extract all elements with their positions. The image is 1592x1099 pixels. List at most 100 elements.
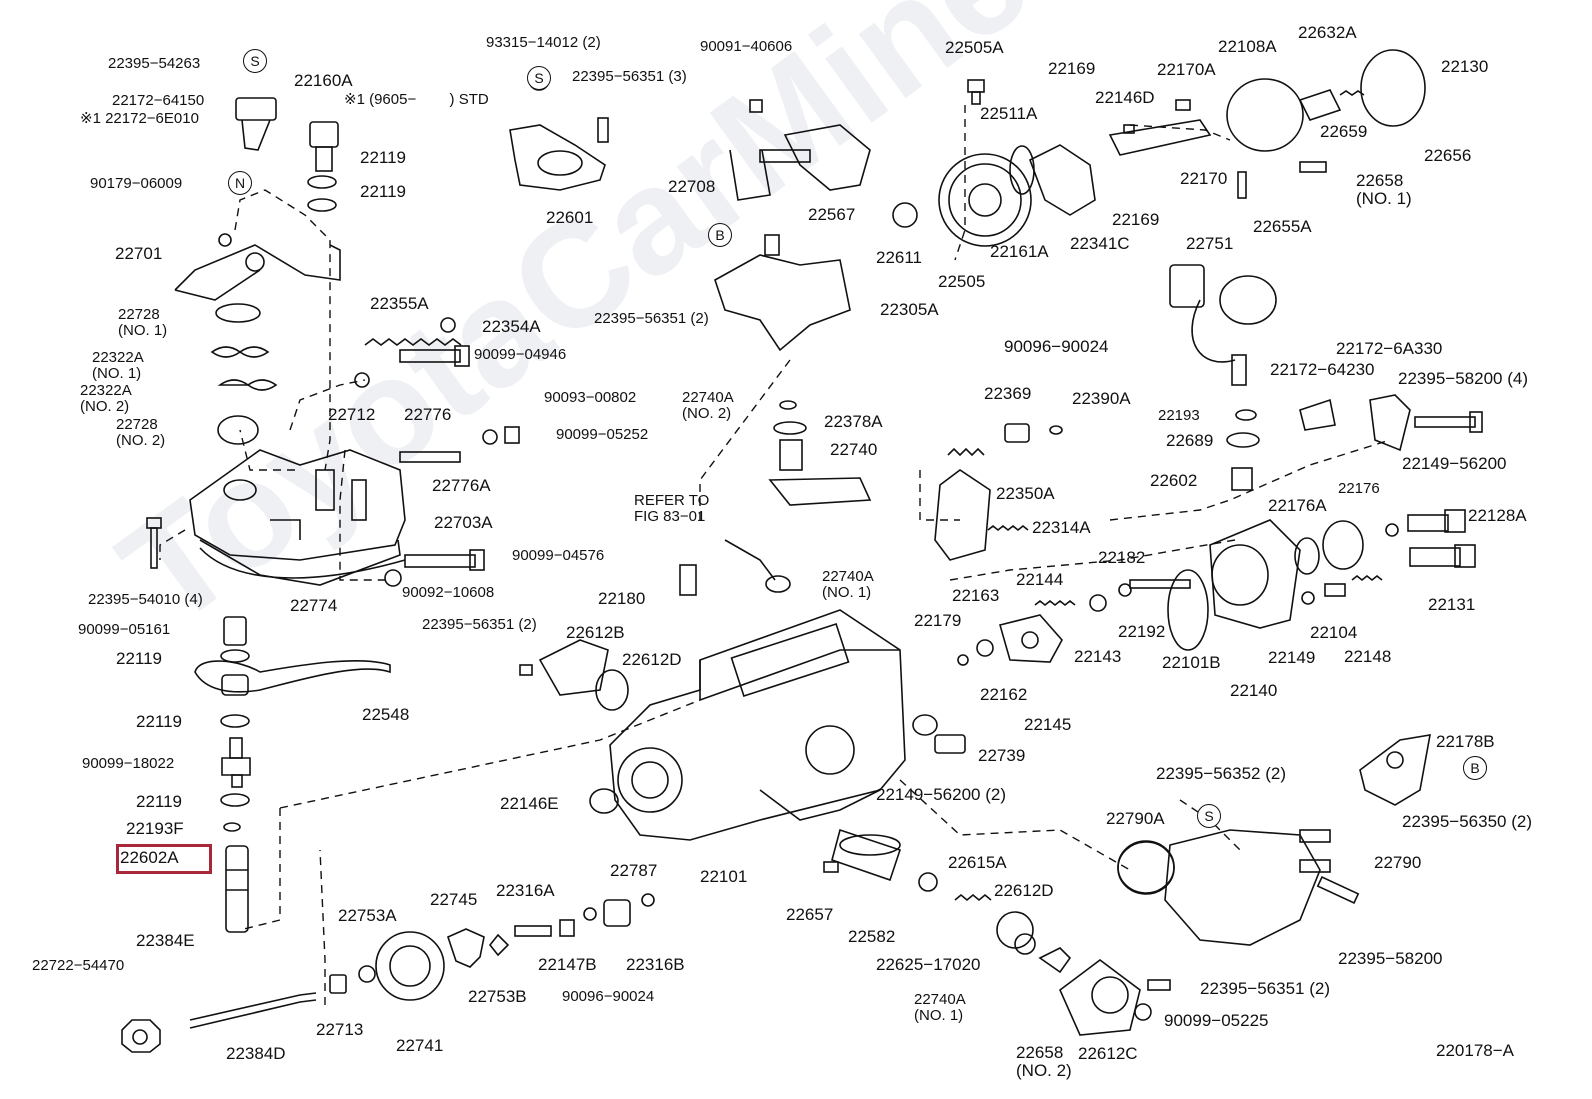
- part-label-77[interactable]: 22170: [1180, 169, 1228, 188]
- part-label-101[interactable]: 22163: [952, 586, 1000, 605]
- part-label-104[interactable]: 22179: [914, 611, 962, 630]
- part-label-70[interactable]: 22146D: [1095, 88, 1155, 107]
- part-label-29[interactable]: 90091−40606: [700, 38, 793, 55]
- part-label-96[interactable]: 22176A: [1268, 496, 1327, 515]
- part-label-13[interactable]: 22355A: [370, 294, 429, 313]
- part-label-60[interactable]: 22147B: [538, 955, 597, 974]
- part-label-55[interactable]: 22753A: [338, 906, 397, 925]
- part-label-41[interactable]: 22612B: [566, 623, 625, 642]
- part-label-75[interactable]: 22659: [1320, 122, 1368, 141]
- part-label-53[interactable]: 22384D: [226, 1044, 286, 1063]
- part-label-7[interactable]: 22322A (NO. 2): [80, 382, 132, 415]
- part-label-120[interactable]: 22612D: [994, 881, 1054, 900]
- part-label-42[interactable]: 22612D: [622, 650, 682, 669]
- part-label-64[interactable]: 22146E: [500, 794, 559, 813]
- part-label-61[interactable]: 90096−90024: [562, 988, 655, 1005]
- part-label-50[interactable]: 22602A: [120, 848, 179, 867]
- part-label-110[interactable]: 22149: [1268, 648, 1316, 667]
- part-label-67[interactable]: 22511A: [980, 104, 1038, 123]
- part-label-32[interactable]: 22395−56351 (2): [594, 310, 709, 327]
- part-label-62[interactable]: 22316B: [626, 955, 685, 974]
- part-label-79[interactable]: 22655A: [1253, 217, 1312, 236]
- part-label-18[interactable]: 22776A: [432, 476, 491, 495]
- part-label-124[interactable]: 22790A: [1106, 809, 1165, 828]
- part-label-9[interactable]: 22160A: [294, 71, 353, 90]
- part-label-86[interactable]: 22369: [984, 384, 1032, 403]
- part-label-25[interactable]: 90099−05252: [556, 426, 649, 443]
- part-label-69[interactable]: 22170A: [1157, 60, 1216, 79]
- part-label-19[interactable]: 22703A: [434, 513, 493, 532]
- part-label-72[interactable]: 22108A: [1218, 37, 1277, 56]
- part-label-107[interactable]: 22192: [1118, 622, 1166, 641]
- part-label-51[interactable]: 22384E: [136, 931, 195, 950]
- part-label-99[interactable]: 22350A: [996, 484, 1055, 503]
- part-label-105[interactable]: 22162: [980, 685, 1028, 704]
- part-label-128[interactable]: 22395−56351 (2): [1200, 979, 1330, 998]
- part-label-57[interactable]: 22745: [430, 890, 478, 909]
- part-label-65[interactable]: 22101: [700, 867, 748, 886]
- part-label-90[interactable]: 22602: [1150, 471, 1198, 490]
- part-label-66[interactable]: 22505A: [945, 38, 1004, 57]
- part-label-35[interactable]: 22378A: [824, 412, 883, 431]
- part-label-112[interactable]: 22148: [1344, 647, 1392, 666]
- part-label-11[interactable]: 22119: [360, 148, 407, 167]
- part-label-121[interactable]: 22740A (NO. 1): [914, 991, 966, 1024]
- part-label-98[interactable]: 22131: [1428, 595, 1476, 614]
- part-label-108[interactable]: 22101B: [1162, 653, 1221, 672]
- part-label-39[interactable]: 22180: [598, 589, 646, 608]
- part-label-113[interactable]: 22140: [1230, 681, 1278, 700]
- part-label-44[interactable]: 22119: [116, 649, 163, 668]
- part-label-117[interactable]: 22582: [848, 927, 896, 946]
- part-label-125[interactable]: 22395−56352 (2): [1156, 764, 1286, 783]
- part-label-126[interactable]: 22790: [1374, 853, 1422, 872]
- part-label-54[interactable]: 22713: [316, 1020, 364, 1039]
- part-label-26[interactable]: 93315−14012 (2): [486, 34, 601, 51]
- part-label-119[interactable]: 22625−17020: [876, 955, 981, 974]
- part-label-80[interactable]: 22611: [876, 248, 923, 267]
- part-label-30[interactable]: 22708: [668, 177, 716, 196]
- part-label-63[interactable]: 22787: [610, 861, 658, 880]
- part-label-31[interactable]: 22567: [808, 205, 856, 224]
- part-label-46[interactable]: 22119: [136, 712, 183, 731]
- part-label-21[interactable]: 22774: [290, 596, 338, 615]
- part-label-1[interactable]: 22172−64150: [112, 92, 205, 109]
- part-label-14[interactable]: 22354A: [482, 317, 541, 336]
- part-label-76[interactable]: 22656: [1424, 146, 1472, 165]
- part-label-43[interactable]: 90099−05161: [78, 621, 171, 638]
- part-label-95[interactable]: 22128A: [1468, 506, 1527, 525]
- part-label-73[interactable]: 22632A: [1298, 23, 1357, 42]
- part-label-74[interactable]: 22130: [1441, 57, 1489, 76]
- part-label-38[interactable]: 22740A (NO. 1): [822, 568, 874, 601]
- part-label-2[interactable]: ※1 22172−6E010: [80, 110, 199, 127]
- part-label-118[interactable]: 22615A: [948, 853, 1007, 872]
- part-label-83[interactable]: 22341C: [1070, 234, 1130, 253]
- part-label-82[interactable]: 22161A: [990, 242, 1049, 261]
- part-label-10[interactable]: ※1 (9605− ) STD: [344, 91, 489, 108]
- part-label-3[interactable]: 90179−06009: [90, 175, 183, 192]
- part-label-20[interactable]: 90099−04576: [512, 547, 605, 564]
- part-label-34[interactable]: 22740A (NO. 2): [682, 389, 734, 422]
- part-label-4[interactable]: 22701: [115, 244, 163, 263]
- part-label-109[interactable]: 22145: [1024, 715, 1072, 734]
- part-label-68[interactable]: 22169: [1048, 59, 1096, 78]
- part-label-27[interactable]: 22395−56351 (3): [572, 68, 687, 85]
- part-label-87[interactable]: 22390A: [1072, 389, 1131, 408]
- part-label-123[interactable]: 22612C: [1078, 1044, 1138, 1063]
- part-label-16[interactable]: 22712: [328, 405, 376, 424]
- part-label-111[interactable]: 22104: [1310, 623, 1358, 642]
- part-label-97[interactable]: 22176: [1338, 480, 1380, 497]
- part-label-23[interactable]: 22395−54010 (4): [88, 591, 203, 608]
- part-label-6[interactable]: 22322A (NO. 1): [92, 349, 144, 382]
- part-label-36[interactable]: 22740: [830, 440, 878, 459]
- part-label-5[interactable]: 22728 (NO. 1): [118, 306, 168, 339]
- part-label-129[interactable]: 90099−05225: [1164, 1011, 1269, 1030]
- part-label-78[interactable]: 22658 (NO. 1): [1356, 171, 1412, 208]
- part-label-52[interactable]: 22722−54470: [32, 957, 125, 974]
- part-label-17[interactable]: 22776: [404, 405, 452, 424]
- part-label-100[interactable]: 22314A: [1032, 518, 1091, 537]
- part-label-45[interactable]: 22548: [362, 705, 410, 724]
- part-label-89[interactable]: 22689: [1166, 431, 1214, 450]
- part-label-37[interactable]: REFER TO FIG 83−01: [634, 492, 710, 525]
- part-label-106[interactable]: 22143: [1074, 647, 1122, 666]
- part-label-81[interactable]: 22505: [938, 272, 986, 291]
